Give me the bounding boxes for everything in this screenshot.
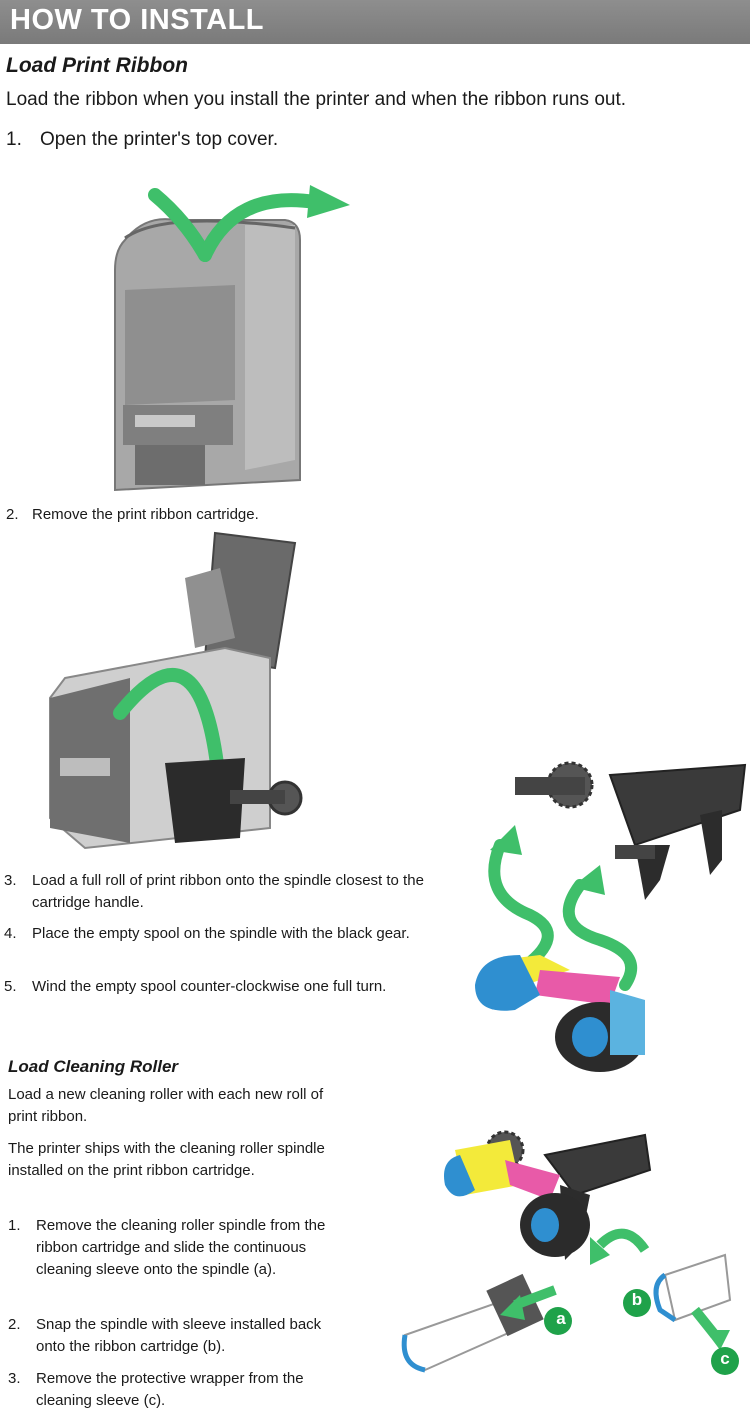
cleaning-roller-title: Load Cleaning Roller	[8, 1057, 179, 1076]
step-text: Place the empty spool on the spindle wit…	[32, 925, 410, 942]
callout-b-label: b	[631, 1290, 643, 1309]
printer-remove-cartridge-illustration	[49, 531, 303, 850]
page-header: HOW TO INSTALL	[0, 0, 750, 44]
step-text: Remove the cleaning roller spindle from …	[36, 1217, 326, 1278]
step-number: 1.	[6, 129, 22, 150]
print-step-2: 2. Remove the print ribbon cartridge.	[6, 504, 706, 526]
print-step-3: 3. Load a full roll of print ribbon onto…	[4, 870, 434, 914]
callout-a-label: a	[556, 1309, 566, 1328]
ribbon-load-spindles-illustration	[475, 761, 747, 1072]
cleaning-roller-para-1: Load a new cleaning roller with each new…	[8, 1086, 324, 1125]
print-step-4: 4. Place the empty spool on the spindle …	[4, 923, 434, 967]
step-text: Remove the protective wrapper from the c…	[36, 1370, 304, 1409]
cleaning-roller-illustration	[401, 1130, 739, 1375]
print-ribbon-title: Load Print Ribbon	[6, 54, 188, 77]
callout-c-label: c	[720, 1349, 730, 1368]
step-number: 3.	[4, 872, 17, 889]
step-text: Load a full roll of print ribbon onto th…	[32, 872, 424, 911]
cleaning-roller-para-2: The printer ships with the cleaning roll…	[8, 1140, 325, 1179]
print-step-5: 5. Wind the empty spool counter-clockwis…	[4, 976, 444, 998]
cleaning-step-3: 3. Remove the protective wrapper from th…	[8, 1368, 338, 1412]
step-text: Remove the print ribbon cartridge.	[32, 506, 259, 523]
step-text: Open the printer's top cover.	[40, 129, 279, 150]
step-text: Wind the empty spool counter-clockwise o…	[32, 978, 387, 995]
print-step-1: 1. Open the printer's top cover.	[6, 129, 706, 155]
cleaning-step-1: 1. Remove the cleaning roller spindle fr…	[8, 1215, 338, 1303]
page-title: HOW TO INSTALL	[10, 4, 265, 36]
step-number: 5.	[4, 978, 17, 995]
step-number: 1.	[8, 1217, 21, 1234]
step-number: 2.	[6, 506, 19, 523]
step-text: Snap the spindle with sleeve installed b…	[36, 1316, 322, 1355]
cleaning-step-2: 2. Snap the spindle with sleeve installe…	[8, 1314, 338, 1358]
printer-open-cover-illustration	[114, 185, 350, 492]
step-number: 3.	[8, 1370, 21, 1387]
step-number: 4.	[4, 925, 17, 942]
step-number: 2.	[8, 1316, 21, 1333]
print-ribbon-intro: Load the ribbon when you install the pri…	[6, 89, 627, 110]
